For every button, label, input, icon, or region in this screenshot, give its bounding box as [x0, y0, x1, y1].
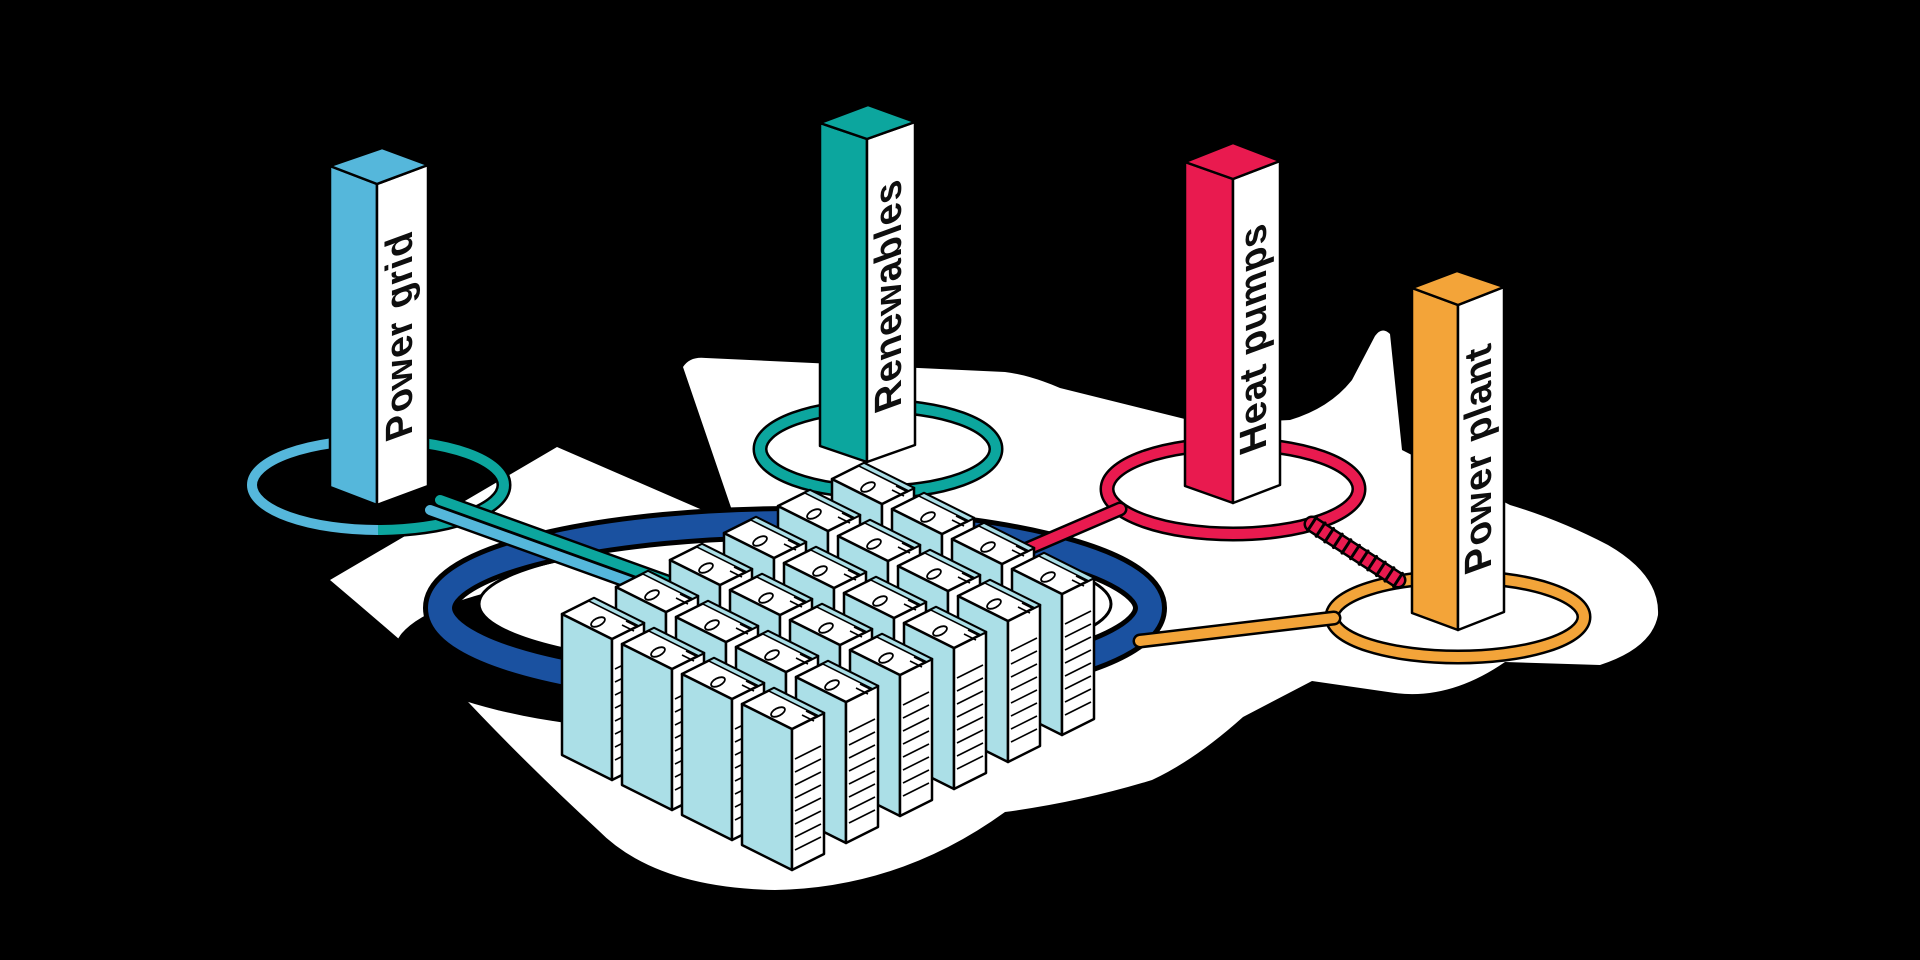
pillar-label-heat-pumps: Heat pumps	[1232, 217, 1275, 460]
server-rack	[1010, 551, 1096, 737]
server-rack	[740, 686, 826, 872]
hatch-tick	[1340, 538, 1353, 555]
hatch-tick	[1357, 549, 1370, 566]
hatch-tick	[1306, 515, 1318, 533]
pillar-power-plant: Power plant	[1410, 269, 1506, 632]
pillar-label-power-plant: Power plant	[1457, 338, 1500, 580]
hatch-tick	[1366, 554, 1379, 572]
pillar-renewables: Renewables	[818, 103, 917, 464]
hatch-tick	[1383, 566, 1396, 583]
pillar-label-power-grid: Power grid	[378, 225, 421, 447]
hatch-tick	[1331, 532, 1344, 550]
hatch-tick	[1374, 560, 1387, 578]
hatch-tick	[1314, 521, 1327, 538]
connector-power-plant-data-center	[1132, 610, 1342, 649]
pillar-heat-pumps: Heat pumps	[1183, 141, 1282, 505]
pillar-label-renewables: Renewables	[867, 173, 910, 418]
hatch-tick	[1392, 571, 1404, 589]
hatch-tick	[1323, 526, 1336, 544]
server-racks	[560, 461, 1096, 872]
hatch-tick	[1349, 543, 1361, 561]
pillar-power-grid: Power grid	[328, 146, 430, 507]
connector-heat-pumps-power-plant	[1303, 515, 1407, 589]
